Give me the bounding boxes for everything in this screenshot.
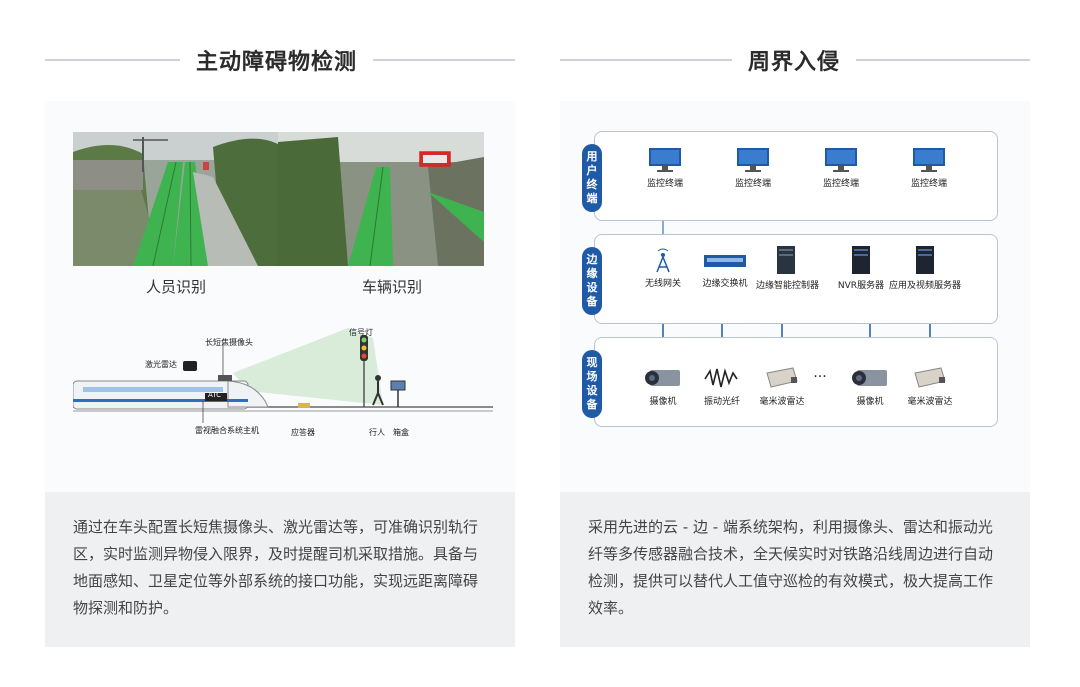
edge-smart-controller: 边缘智能控制器	[756, 245, 819, 291]
perimeter-intrusion-panel: 用户终端 监控终端 监控终端 监控终端 监控终端 边缘设备 无线网关 边缘交换机	[560, 101, 1030, 647]
right-section-title: 周界入侵	[748, 50, 841, 75]
camera-2: 摄像机	[847, 365, 893, 407]
person-recognition-photo	[73, 132, 278, 266]
person-recognition-caption: 人员识别	[145, 278, 206, 296]
user-terminal-tier-label: 用户终端	[582, 144, 602, 212]
server-icon	[852, 246, 870, 274]
waveform-icon	[704, 368, 738, 388]
perimeter-architecture-area: 用户终端 监控终端 监控终端 监控终端 监控终端 边缘设备 无线网关 边缘交换机	[560, 101, 1030, 492]
obstacle-detection-panel: 人员识别 车辆识别	[45, 101, 515, 647]
box-label: 箱盒	[393, 428, 409, 437]
camera-icon	[852, 370, 887, 386]
antenna-icon	[656, 248, 670, 273]
obstacle-description-area: 通过在车头配置长短焦摄像头、激光雷达等，可准确识别轨行区，实时监测异物侵入限界，…	[45, 492, 515, 647]
atc-label: ATC	[208, 391, 221, 399]
monitor-icon	[825, 148, 857, 172]
user-terminal-tier	[594, 131, 998, 221]
transponder-label: 应答器	[291, 428, 315, 437]
obstacle-description: 通过在车头配置长短焦摄像头、激光雷达等，可准确识别轨行区，实时监测异物侵入限界，…	[73, 518, 479, 617]
perimeter-description: 采用先进的云 - 边 - 端系统架构，利用摄像头、雷达和振动光纤等多传感器融合技…	[588, 518, 994, 617]
edge-device-tier-label: 边缘设备	[582, 247, 602, 315]
camera-1: 摄像机	[640, 365, 686, 407]
vehicle-recognition-caption: 车辆识别	[361, 278, 422, 296]
monitor-terminal-2: 监控终端	[733, 147, 773, 189]
title-divider	[45, 59, 180, 61]
nvr-server: NVR服务器	[835, 245, 887, 291]
long-focus-camera-label: 长短焦摄像头	[205, 338, 253, 347]
radar-icon	[914, 367, 946, 388]
monitor-icon	[913, 148, 945, 172]
field-ellipsis: ···	[813, 369, 827, 385]
title-divider	[856, 59, 1030, 61]
left-section-header: 主动障碍物检测	[45, 40, 515, 80]
mmwave-radar-2: 毫米波雷达	[904, 365, 956, 407]
title-divider	[373, 59, 515, 61]
edge-switch: 边缘交换机	[697, 247, 753, 289]
right-section-header: 周界入侵	[560, 40, 1030, 80]
train-detection-diagram: 长短焦摄像头 激光雷达 信号灯 ATC 雷视融合系统主机 应答器 行人 箱盒	[73, 323, 493, 443]
server-icon	[777, 246, 795, 274]
monitor-icon	[649, 148, 681, 172]
left-section-title: 主动障碍物检测	[196, 50, 358, 75]
obstacle-visual-area: 人员识别 车辆识别	[45, 101, 515, 492]
field-device-tier-label: 现场设备	[582, 350, 602, 418]
monitor-terminal-1: 监控终端	[645, 147, 685, 189]
camera-icon	[645, 370, 680, 386]
perimeter-description-area: 采用先进的云 - 边 - 端系统架构，利用摄像头、雷达和振动光纤等多传感器融合技…	[560, 492, 1030, 647]
pedestrian-label: 行人	[369, 428, 385, 437]
monitor-terminal-4: 监控终端	[909, 147, 949, 189]
radar-icon	[766, 367, 798, 388]
mmwave-radar-1: 毫米波雷达	[756, 365, 808, 407]
app-video-server: 应用及视频服务器	[887, 245, 963, 291]
wireless-gateway: 无线网关	[638, 247, 688, 289]
title-divider	[560, 59, 732, 61]
host-label: 雷视融合系统主机	[195, 426, 259, 435]
server-icon	[916, 246, 934, 274]
monitor-terminal-3: 监控终端	[821, 147, 861, 189]
monitor-icon	[737, 148, 769, 172]
vehicle-recognition-photo	[278, 132, 484, 266]
signal-light-label: 信号灯	[349, 328, 373, 337]
vibration-fiber: 振动光纤	[699, 365, 745, 407]
lidar-label: 激光雷达	[145, 360, 177, 369]
switch-icon	[704, 255, 746, 267]
